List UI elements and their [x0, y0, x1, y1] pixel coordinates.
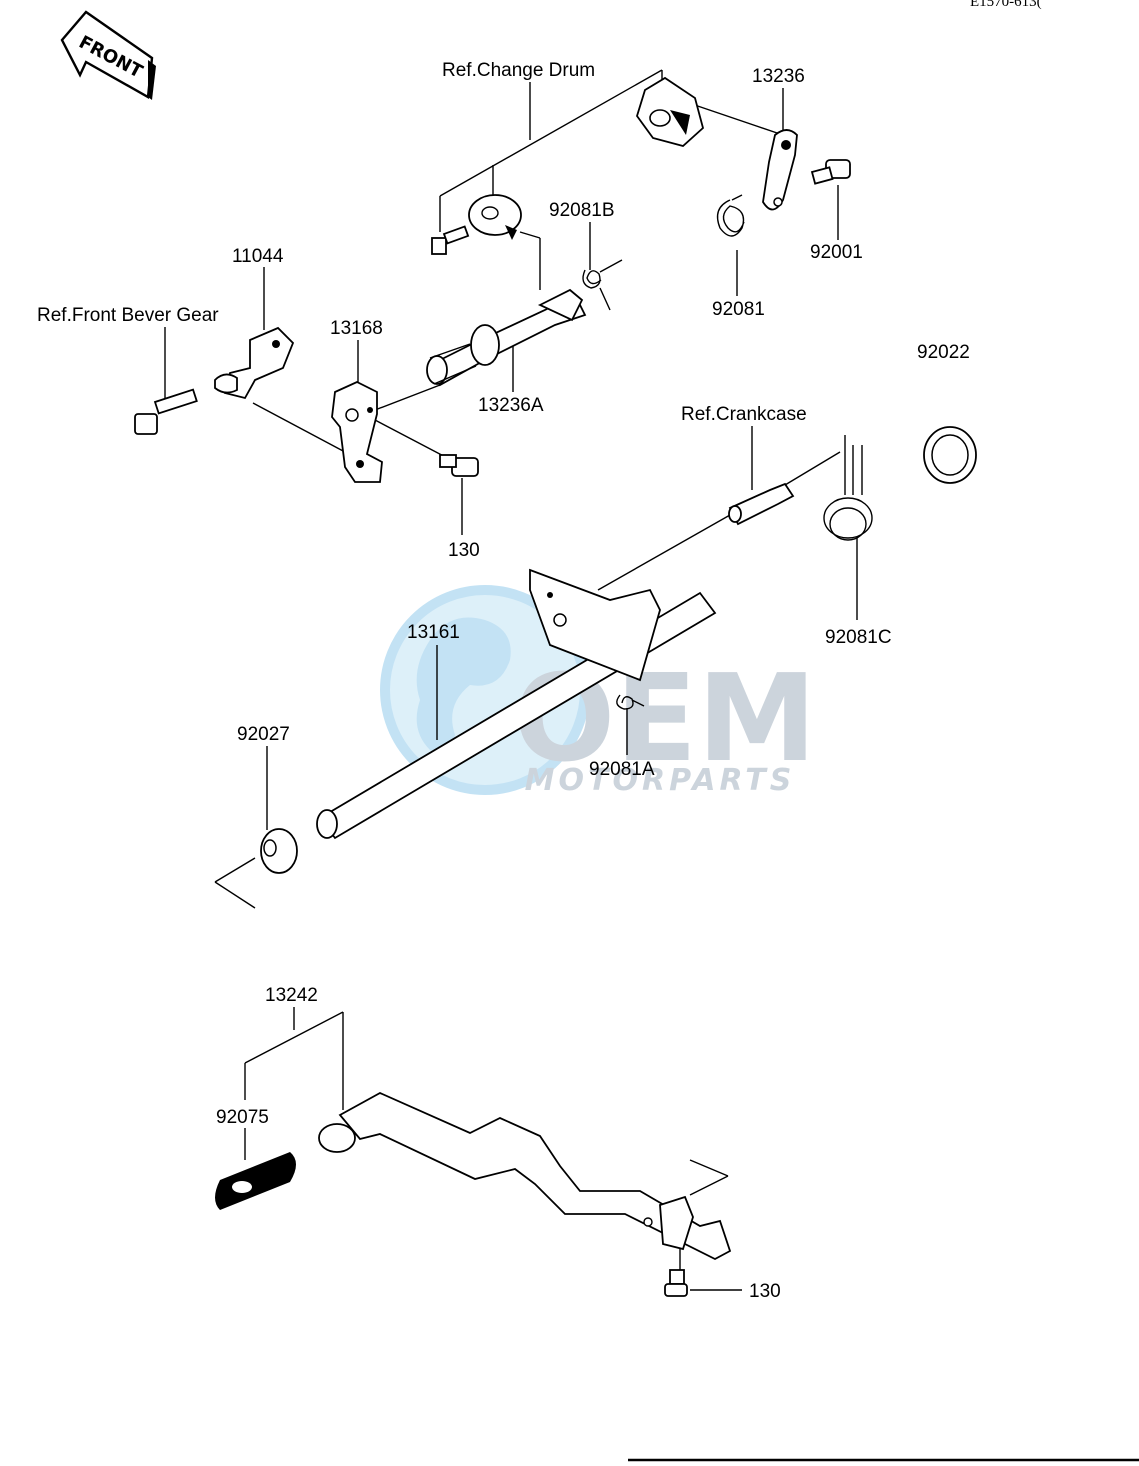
label-92022: 92022 [917, 342, 970, 363]
label-ref-change-drum: Ref.Change Drum [442, 60, 595, 81]
part-labels: Ref.Change Drum 13236 92081B 92001 92081… [37, 60, 970, 1302]
front-arrow-icon: FRONT [60, 10, 156, 100]
part-front-bever-gear-bolt [134, 388, 198, 435]
label-130-lower: 130 [749, 1281, 781, 1302]
part-92081B-spring [582, 259, 623, 311]
part-13236-arm [762, 129, 798, 211]
part-change-drum-cam [636, 76, 705, 147]
part-92027-washer [260, 828, 298, 874]
label-92081A: 92081A [589, 759, 655, 780]
part-change-drum-bolt [431, 225, 470, 255]
part-11044-bracket [214, 326, 295, 400]
diagram-code: E1570-613( [970, 0, 1042, 10]
part-13236A-shaft [426, 288, 587, 387]
part-13242-pedal [318, 1091, 732, 1261]
label-13236A: 13236A [478, 395, 544, 416]
label-92001: 92001 [810, 242, 863, 263]
part-130-upper-bolt [439, 454, 479, 477]
label-ref-crankcase: Ref.Crankcase [681, 404, 807, 425]
label-13168: 13168 [330, 318, 383, 339]
label-92081B: 92081B [549, 200, 615, 221]
label-13161: 13161 [407, 622, 460, 643]
label-13242: 13242 [265, 985, 318, 1006]
part-92081A-spring [616, 694, 645, 710]
label-13236: 13236 [752, 66, 805, 87]
label-11044: 11044 [232, 246, 284, 267]
label-92075: 92075 [216, 1107, 269, 1128]
label-92081: 92081 [712, 299, 765, 320]
part-crankcase-stud [728, 482, 795, 526]
part-92075-pedal-rubber [215, 1152, 296, 1210]
part-92081-spring [716, 194, 745, 237]
part-130-lower-bolt [664, 1269, 688, 1297]
part-13161-shift-shaft [316, 568, 717, 840]
part-13168-lever [331, 381, 383, 483]
watermark-sub: MOTORPARTS [525, 763, 796, 798]
label-ref-front-bever-gear: Ref.Front Bever Gear [37, 305, 219, 326]
label-130-upper: 130 [448, 540, 480, 561]
label-92081C: 92081C [825, 627, 892, 648]
part-92001-bolt [810, 159, 851, 185]
part-92022-ring [923, 426, 977, 484]
part-92081C-spring [823, 435, 873, 541]
part-change-drum-roller [468, 194, 522, 240]
label-92027: 92027 [237, 724, 290, 745]
